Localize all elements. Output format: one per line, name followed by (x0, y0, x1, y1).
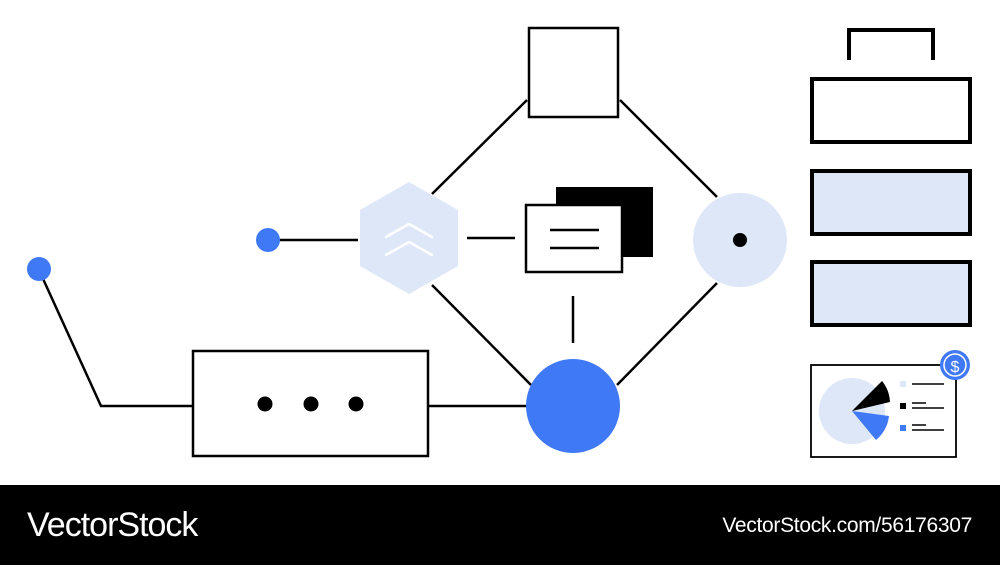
network-diagram: $ (27, 26, 972, 458)
image-id-label: VectorStock.com/56176307 (722, 514, 972, 537)
watermark-footer: VectorStock VectorStock.com/56176307 (0, 485, 1000, 565)
ellipsis-box (191, 349, 430, 458)
square-node (527, 26, 620, 119)
document-stack-icon (524, 187, 653, 274)
ellipsis-icon (257, 396, 364, 412)
target-node (693, 193, 787, 287)
brand-logo: VectorStock (27, 506, 198, 544)
legend-list (900, 381, 944, 431)
chevron-up-icon (384, 222, 434, 257)
pie-chart-icon (819, 378, 890, 444)
connector-lines (37, 99, 718, 408)
hub-circle (526, 359, 620, 453)
hexagon-node (360, 182, 458, 294)
clipboard-clip (847, 28, 935, 60)
connector-right-bottom (616, 282, 718, 386)
endpoint-dot-middle (256, 228, 280, 252)
report-card: $ (810, 350, 970, 458)
clipboard-icon (810, 28, 972, 327)
connector-left-path (37, 269, 193, 408)
connector-hex-bottom (431, 284, 532, 386)
list-bar-1 (810, 77, 972, 144)
connector-top-left (431, 99, 528, 195)
connector-top-right (619, 99, 718, 198)
dollar-icon: $ (940, 350, 970, 380)
list-bar-3 (810, 260, 972, 327)
list-bar-2 (810, 169, 972, 236)
endpoint-dot-left (27, 257, 51, 281)
dollar-symbol: $ (951, 359, 960, 376)
